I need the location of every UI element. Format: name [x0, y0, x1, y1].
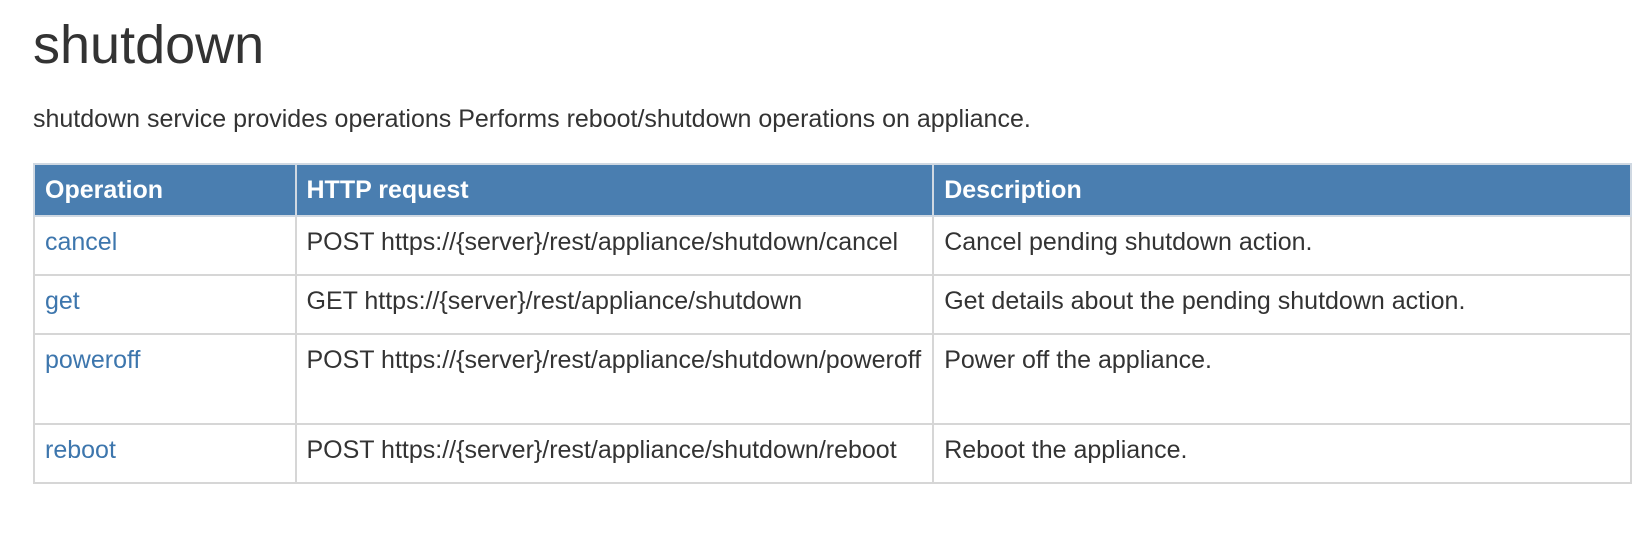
description-cell: Power off the appliance.: [932, 333, 1632, 425]
operation-link-reboot[interactable]: reboot: [45, 436, 116, 464]
table-row: reboot POST https://{server}/rest/applia…: [33, 423, 1632, 484]
header-http-request: HTTP request: [294, 163, 935, 217]
operation-link-poweroff[interactable]: poweroff: [45, 346, 141, 374]
table-row: cancel POST https://{server}/rest/applia…: [33, 215, 1632, 276]
http-request-cell: POST https://{server}/rest/appliance/shu…: [294, 333, 935, 425]
description-cell: Cancel pending shutdown action.: [932, 215, 1632, 276]
description-cell: Get details about the pending shutdown a…: [932, 274, 1632, 335]
http-request-cell: GET https://{server}/rest/appliance/shut…: [294, 274, 935, 335]
header-operation: Operation: [33, 163, 297, 217]
table-header-row: Operation HTTP request Description: [33, 163, 1632, 217]
operation-link-cancel[interactable]: cancel: [45, 228, 118, 256]
operation-link-get[interactable]: get: [45, 287, 80, 315]
operations-table: Operation HTTP request Description cance…: [33, 163, 1632, 484]
service-description: shutdown service provides operations Per…: [33, 105, 1031, 133]
operation-cell: get: [33, 274, 297, 335]
table-row: get GET https://{server}/rest/appliance/…: [33, 274, 1632, 335]
operation-cell: reboot: [33, 423, 297, 484]
operation-cell: cancel: [33, 215, 297, 276]
http-request-cell: POST https://{server}/rest/appliance/shu…: [294, 215, 935, 276]
header-description: Description: [932, 163, 1632, 217]
operation-cell: poweroff: [33, 333, 297, 425]
table-row: poweroff POST https://{server}/rest/appl…: [33, 333, 1632, 425]
http-request-cell: POST https://{server}/rest/appliance/shu…: [294, 423, 935, 484]
description-cell: Reboot the appliance.: [932, 423, 1632, 484]
page-title: shutdown: [33, 15, 265, 75]
